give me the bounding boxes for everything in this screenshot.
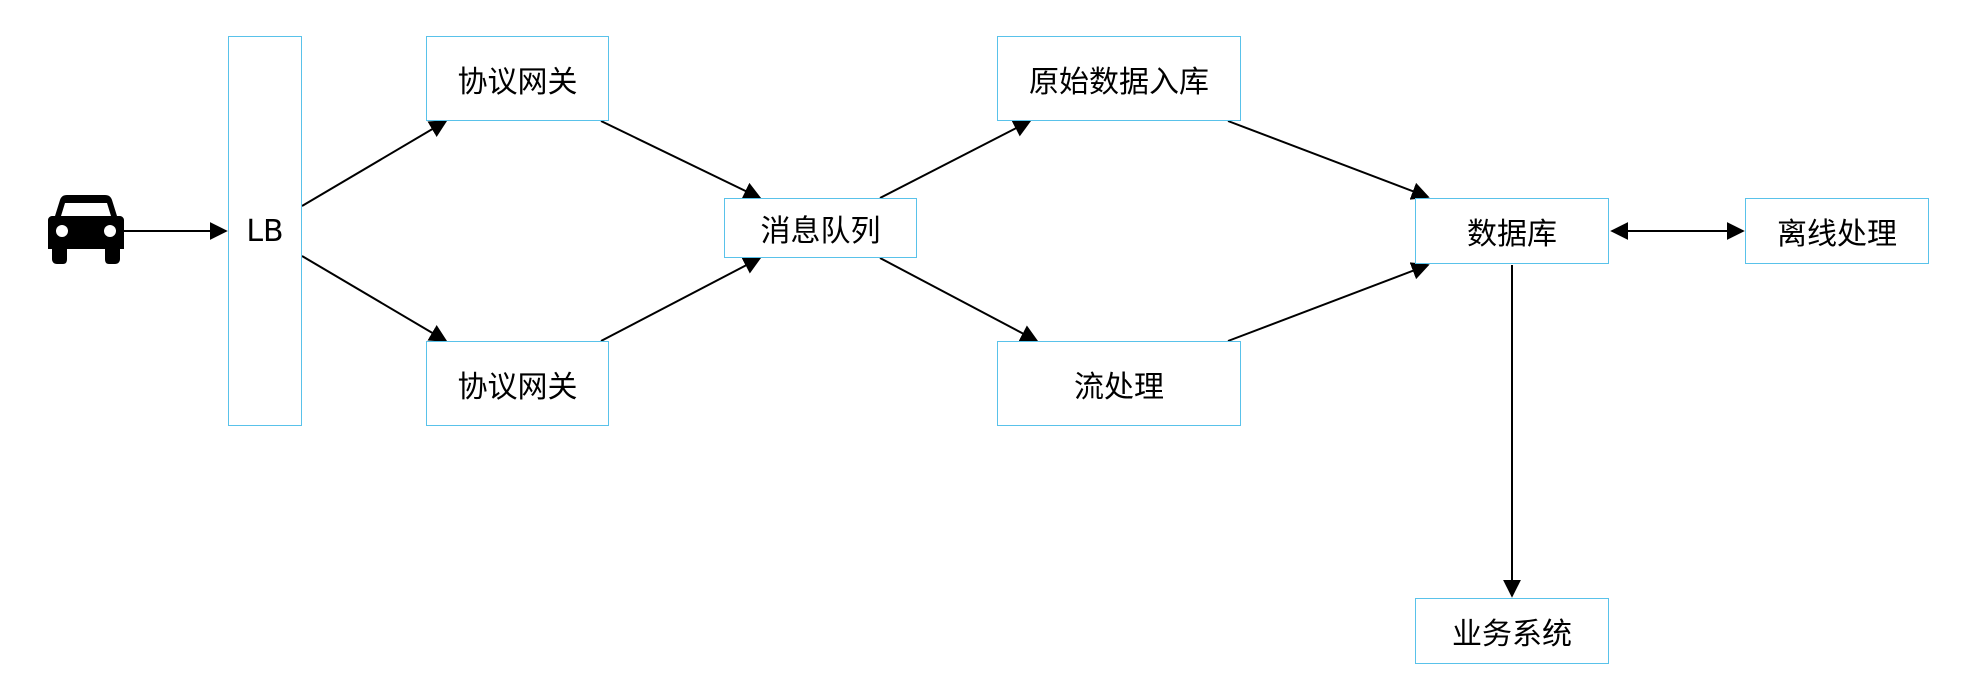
arrow-stream-to-database [1227,262,1430,342]
node-stream-processing: 流处理 [997,341,1241,426]
arrow-lb-to-gateway-top [301,120,448,207]
arrow-lb-to-gateway-bottom [301,255,448,342]
node-offline-processing-label: 离线处理 [1777,217,1897,252]
node-database-label: 数据库 [1467,217,1557,252]
node-message-queue: 消息队列 [724,198,917,258]
node-stream-processing-label: 流处理 [1074,369,1164,405]
car-icon [48,195,124,264]
node-lb: LB [228,36,302,426]
arrow-raw-storage-to-database [1227,120,1430,200]
arrow-gateway-top-to-queue [600,120,762,200]
node-gateway-bottom-label: 协议网关 [457,369,578,405]
node-lb-label: LB [246,213,284,249]
arrow-queue-to-stream [879,257,1039,342]
node-message-queue-label: 消息队列 [760,214,881,249]
node-business-system-label: 业务系统 [1452,617,1572,652]
node-gateway-bottom: 协议网关 [426,341,609,426]
node-offline-processing: 离线处理 [1745,198,1929,264]
node-database: 数据库 [1415,198,1609,264]
node-business-system: 业务系统 [1415,598,1609,664]
arrow-gateway-bottom-to-queue [600,257,762,342]
node-raw-storage: 原始数据入库 [997,36,1241,121]
node-raw-storage-label: 原始数据入库 [1029,64,1209,100]
node-gateway-top-label: 协议网关 [457,64,578,100]
node-gateway-top: 协议网关 [426,36,609,121]
arrow-queue-to-raw-storage [879,120,1032,199]
